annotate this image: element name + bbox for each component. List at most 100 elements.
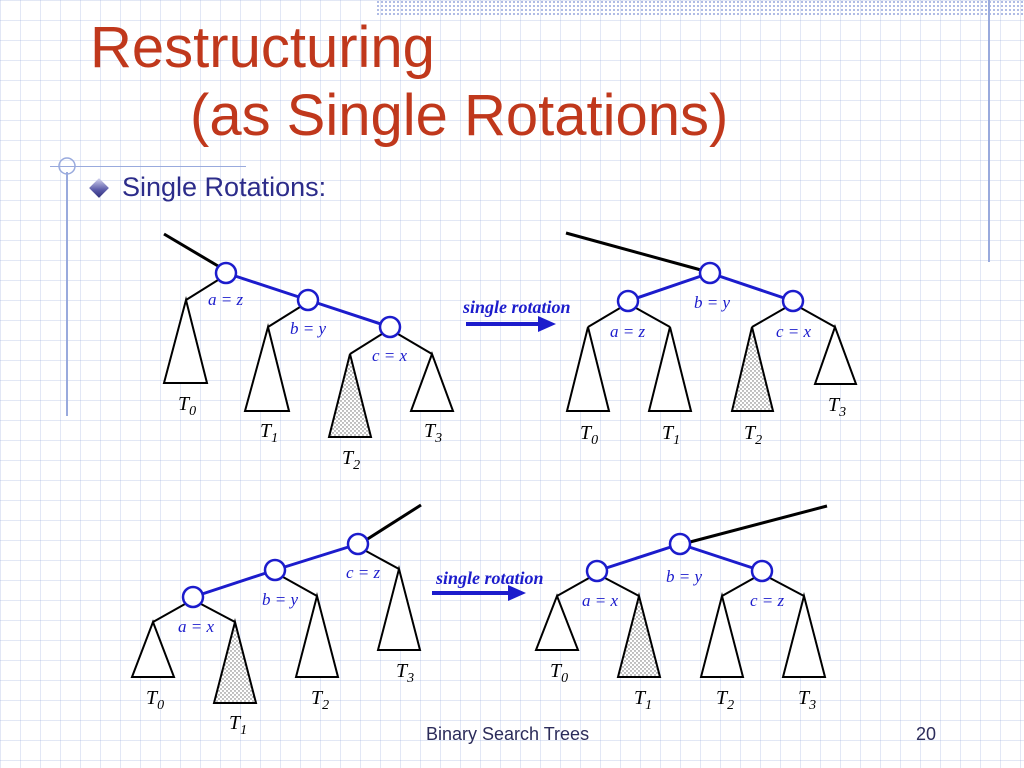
node-a (181, 585, 205, 609)
subtree-label: T3 (798, 687, 816, 713)
blue-edge (596, 542, 681, 573)
node-label-b: b = y (290, 319, 326, 338)
subtree-label: T2 (311, 687, 329, 713)
subtree-triangle (813, 324, 858, 385)
edge (800, 307, 836, 328)
subtree-triangle (130, 619, 176, 678)
subtree-label: T1 (662, 422, 680, 448)
edge (349, 333, 383, 355)
arrow-label: single rotation (435, 568, 544, 588)
subtree-triangle (781, 592, 827, 678)
subtree-label: T2 (342, 447, 360, 473)
blue-edge (307, 298, 391, 329)
edge (635, 307, 671, 328)
edge (604, 577, 640, 597)
tree-bottom-left: a = x b = y c = z T0 T1 T2 T3 (130, 503, 422, 738)
blue-edge (627, 271, 711, 303)
subtree-label: T1 (260, 420, 278, 446)
subtree-triangle (534, 593, 580, 651)
decorative-horizontal-line (50, 166, 246, 167)
subtree-triangle (376, 565, 422, 651)
node-label-a: a = x (178, 617, 214, 636)
subtree-label: T2 (744, 422, 762, 448)
edge (282, 576, 318, 597)
node-label-b: b = y (666, 567, 702, 586)
node-label-c: c = z (750, 591, 785, 610)
subtree-label: T3 (396, 660, 414, 686)
decorative-vertical-line (988, 0, 990, 262)
node-label-b: b = y (694, 293, 730, 312)
subtree-triangle-shaded (616, 592, 662, 678)
node-label-a: a = z (208, 290, 243, 309)
edge (556, 577, 590, 597)
edge (267, 306, 301, 328)
rotation-arrow-top: single rotation (462, 297, 571, 332)
parent-edge (365, 503, 422, 542)
edge (587, 307, 621, 328)
subtree-label: T1 (229, 712, 247, 738)
subtree-triangle (699, 592, 745, 678)
subtree-triangle (162, 296, 209, 384)
rotation-arrow-bottom: single rotation (432, 568, 544, 601)
node-label-a: a = z (610, 322, 645, 341)
arrow-head (538, 316, 556, 332)
subtree-label: T1 (634, 687, 652, 713)
arrow-label: single rotation (462, 297, 571, 317)
edge (185, 279, 219, 301)
node-label-b: b = y (262, 590, 298, 609)
subtree-triangle (243, 323, 291, 412)
edge (365, 550, 400, 570)
subtree-triangle-shaded (327, 353, 373, 438)
bullet-item: Single Rotations: (88, 172, 326, 203)
subtree-label: T3 (424, 420, 442, 446)
subtree-label: T2 (716, 687, 734, 713)
subtree-triangle (294, 592, 340, 678)
node-label-c: c = x (776, 322, 812, 341)
edge (721, 577, 755, 597)
node-label-a: a = x (582, 591, 618, 610)
edge (152, 603, 186, 623)
arrow-head (508, 585, 526, 601)
blue-edge (225, 271, 309, 302)
node-a (585, 559, 609, 583)
parent-edge (689, 504, 828, 544)
node-c (750, 559, 774, 583)
subtree-triangle-shaded (730, 326, 775, 412)
edge (751, 307, 786, 328)
node-c (781, 289, 805, 313)
tree-top-right: a = z b = y c = x T0 T1 T2 T3 (565, 231, 858, 448)
blue-edge (192, 568, 276, 599)
subtree-triangle (647, 326, 693, 412)
edge (397, 333, 433, 355)
parent-edge (163, 232, 219, 268)
subtree-label: T0 (550, 660, 568, 686)
parent-edge (565, 231, 702, 272)
node-label-c: c = x (372, 346, 408, 365)
subtree-triangle (409, 351, 455, 412)
title-line-2: (as Single Rotations) (190, 83, 729, 148)
decorative-circle-icon (58, 157, 76, 175)
node-b (668, 532, 692, 556)
blue-edge (274, 542, 359, 572)
node-c (346, 532, 370, 556)
subtree-triangle (565, 326, 611, 412)
subtree-label: T0 (178, 393, 196, 419)
tree-top-left: a = z b = y c = x T0 T1 T2 T3 (162, 232, 455, 473)
subtree-label: T0 (580, 422, 598, 448)
subtree-label: T0 (146, 687, 164, 713)
node-a (616, 289, 640, 313)
blue-edge (679, 542, 763, 573)
bullet-text: Single Rotations: (122, 172, 327, 202)
node-label-c: c = z (346, 563, 381, 582)
decorative-dot-band (376, 0, 1024, 16)
node-c (378, 315, 402, 339)
tree-bottom-right: a = x b = y c = z T0 T1 T2 T3 (534, 504, 828, 713)
subtree-label: T3 (828, 394, 846, 420)
title-line-1: Restructuring (90, 15, 435, 80)
footer-title: Binary Search Trees (426, 724, 590, 744)
node-b (296, 288, 320, 312)
subtree-triangle-shaded (212, 618, 258, 704)
page-number: 20 (916, 724, 937, 744)
node-b (698, 261, 722, 285)
